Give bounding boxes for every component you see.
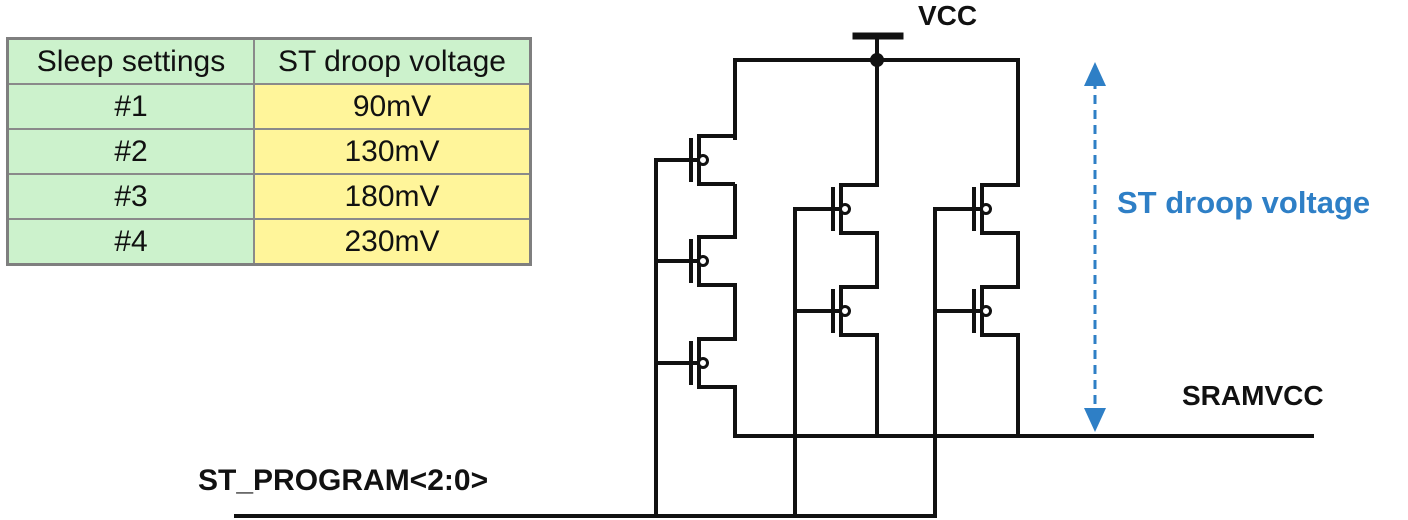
setting-cell: #1 (6, 83, 255, 130)
voltage-cell: 230mV (253, 218, 532, 266)
setting-cell: #2 (6, 128, 255, 175)
vcc-label: VCC (918, 0, 978, 31)
setting-cell: #3 (6, 173, 255, 220)
voltage-cell: 180mV (253, 173, 532, 220)
table-row: #4 230mV (6, 218, 532, 266)
table-row: #1 90mV (6, 83, 532, 130)
arrow-down-icon (1084, 408, 1106, 432)
wires (234, 32, 1314, 518)
table-row: #2 130mV (6, 128, 532, 175)
setting-cell: #4 (6, 218, 255, 266)
table-header-row: Sleep settings ST droop voltage (6, 37, 532, 85)
header-st-droop-voltage: ST droop voltage (253, 37, 532, 85)
st-program-label: ST_PROGRAM<2:0> (198, 464, 489, 497)
header-sleep-settings: Sleep settings (6, 37, 255, 85)
arrow-up-icon (1084, 62, 1106, 86)
pmos-transistors (655, 132, 1020, 391)
sramvcc-label: SRAMVCC (1182, 380, 1324, 411)
droop-arrow (1084, 62, 1106, 432)
vcc-junction-dot (870, 53, 884, 67)
table-row: #3 180mV (6, 173, 532, 220)
droop-voltage-label: ST droop voltage (1117, 185, 1371, 220)
sleep-settings-table: Sleep settings ST droop voltage #1 90mV … (6, 37, 532, 266)
voltage-cell: 90mV (253, 83, 532, 130)
voltage-cell: 130mV (253, 128, 532, 175)
